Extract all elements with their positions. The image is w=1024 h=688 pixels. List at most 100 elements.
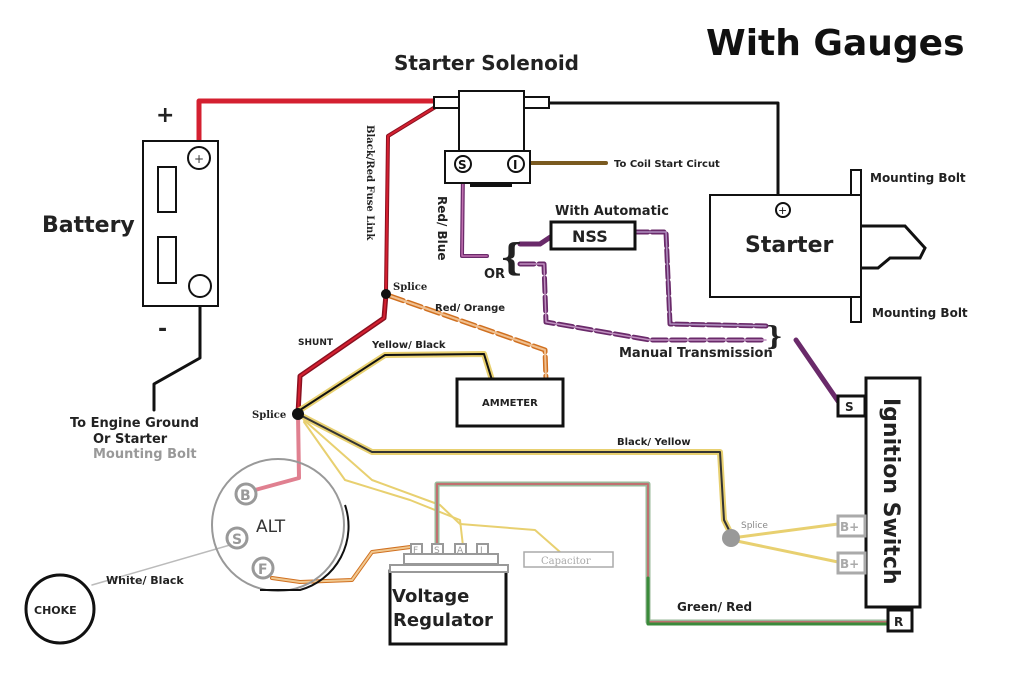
starter-mount-top xyxy=(850,169,862,197)
starter-drive-housing xyxy=(862,224,927,270)
battery-positive-terminal xyxy=(187,146,211,170)
alt-f-label: F xyxy=(258,562,268,578)
choke-body xyxy=(24,573,96,645)
wire-nss-out-core xyxy=(635,231,767,327)
capacitor-box xyxy=(523,551,614,568)
wire-shunt-highlight xyxy=(297,293,387,415)
regulator-top-edge xyxy=(389,564,509,573)
ignition-label: Ignition Switch xyxy=(878,398,903,585)
wire-white-black xyxy=(91,544,231,586)
battery-minus-sign: - xyxy=(158,317,167,342)
ignition-b1-label: B+ xyxy=(840,520,859,534)
wire-red-orange-core xyxy=(389,295,547,381)
ammeter-label: AMMETER xyxy=(482,398,538,409)
ground-label-line2: Or Starter xyxy=(93,432,168,447)
yellow-black-label: Yellow/ Black xyxy=(371,340,446,351)
wire-alt-b xyxy=(253,412,301,492)
choke: CHOKE xyxy=(24,573,96,645)
ignition-s-terminal xyxy=(836,394,867,418)
wire-field-core xyxy=(271,545,419,583)
alt-s-terminal xyxy=(225,526,249,550)
nss-label: NSS xyxy=(572,227,608,246)
battery-plus-sign: + xyxy=(156,103,174,128)
ignition-b1-terminal xyxy=(836,514,867,538)
red-orange-label: Red/ Orange xyxy=(435,303,505,314)
ammeter-box xyxy=(455,377,565,428)
alt-b-terminal xyxy=(234,482,258,506)
starter-positive-terminal xyxy=(775,202,791,218)
solenoid-base xyxy=(470,183,512,187)
wire-red-blue-core xyxy=(461,169,488,257)
regulator-label-line2: Regulator xyxy=(393,610,493,631)
ground-label-line1: To Engine Ground xyxy=(70,416,199,431)
ignition-s-label: S xyxy=(845,400,854,414)
solenoid-right-post xyxy=(523,96,550,109)
ignition-body xyxy=(864,376,922,609)
wire-splice-b2 xyxy=(730,538,840,564)
splice-mid xyxy=(292,408,304,420)
red-blue-label: Red/ Blue xyxy=(435,196,449,260)
wire-solenoid-starter xyxy=(548,101,780,204)
nss-switch: With Automatic NSS xyxy=(549,204,669,251)
starter-solenoid: Starter Solenoid S I xyxy=(394,51,579,187)
regulator-body xyxy=(388,569,508,646)
splice-top-label: Splice xyxy=(393,282,427,293)
solenoid-s-terminal xyxy=(454,155,472,173)
alternator: B S F ALT xyxy=(211,458,350,592)
wire-fuse-link-highlight xyxy=(385,105,438,293)
starter-motor: + Starter Mounting Bolt Mounting Bolt xyxy=(709,169,968,323)
wire-ignition-s xyxy=(793,337,843,407)
ignition-r-label: R xyxy=(894,615,903,629)
wire-ground xyxy=(152,296,202,412)
wire-fuse-link xyxy=(384,104,439,294)
manual-transmission-label: Manual Transmission xyxy=(619,346,773,361)
diagram-title: With Gauges xyxy=(706,23,965,64)
wire-yellow-regulator-a xyxy=(303,421,464,547)
splice-right xyxy=(722,529,740,547)
regulator-i-label: I xyxy=(480,546,483,556)
splice-mid-label: Splice xyxy=(252,410,286,421)
alt-s-label: S xyxy=(232,532,242,548)
ignition-b2-terminal xyxy=(836,551,867,575)
wire-green-red-core xyxy=(436,483,891,623)
solenoid-left-post xyxy=(433,96,460,109)
regulator-f-label: F xyxy=(413,546,418,556)
white-black-label: White/ Black xyxy=(106,574,184,587)
alt-f-terminal xyxy=(251,556,275,580)
nss-box xyxy=(549,220,637,251)
nss-caption: With Automatic xyxy=(555,204,669,219)
regulator-a-label: A xyxy=(457,546,464,556)
ammeter: AMMETER xyxy=(455,377,565,428)
solenoid-label: Starter Solenoid xyxy=(394,51,579,75)
wire-manual-core xyxy=(519,263,767,341)
alt-label: ALT xyxy=(256,517,286,537)
wire-shunt xyxy=(295,291,389,417)
choke-label: CHOKE xyxy=(34,604,77,617)
regulator-s-label: S xyxy=(434,546,440,556)
green-red-label: Green/ Red xyxy=(677,600,752,614)
battery-label: Battery xyxy=(42,213,135,238)
capacitor: Capacitor xyxy=(523,551,614,568)
wire-splice-b1 xyxy=(730,522,840,540)
alternator-edge xyxy=(260,504,350,591)
voltage-regulator: F S A I Voltage Regulator xyxy=(388,543,509,646)
wire-nss-in xyxy=(517,233,555,247)
splice-right-label: Splice xyxy=(741,521,768,531)
to-coil-label: To Coil Start Circut xyxy=(614,159,720,170)
wire-black-yellow-core xyxy=(301,415,733,537)
battery-negative-terminal xyxy=(188,274,212,298)
mounting-bolt-top-label: Mounting Bolt xyxy=(870,171,966,185)
solenoid-i-label: I xyxy=(513,158,517,172)
battery-positive-terminal-label: + xyxy=(194,152,204,166)
starter-positive-label: + xyxy=(778,204,787,217)
ground-label-line3: Mounting Bolt xyxy=(93,447,197,462)
regulator-cap xyxy=(403,553,499,565)
black-yellow-label: Black/ Yellow xyxy=(617,437,691,448)
wire-battery-positive xyxy=(196,98,441,161)
manual-brace: } xyxy=(766,322,783,352)
wire-yellow-capacitor xyxy=(303,419,561,553)
wire-green-red-bottom xyxy=(646,576,892,626)
starter-mount-bottom xyxy=(850,295,862,323)
solenoid-i-terminal xyxy=(507,155,525,173)
